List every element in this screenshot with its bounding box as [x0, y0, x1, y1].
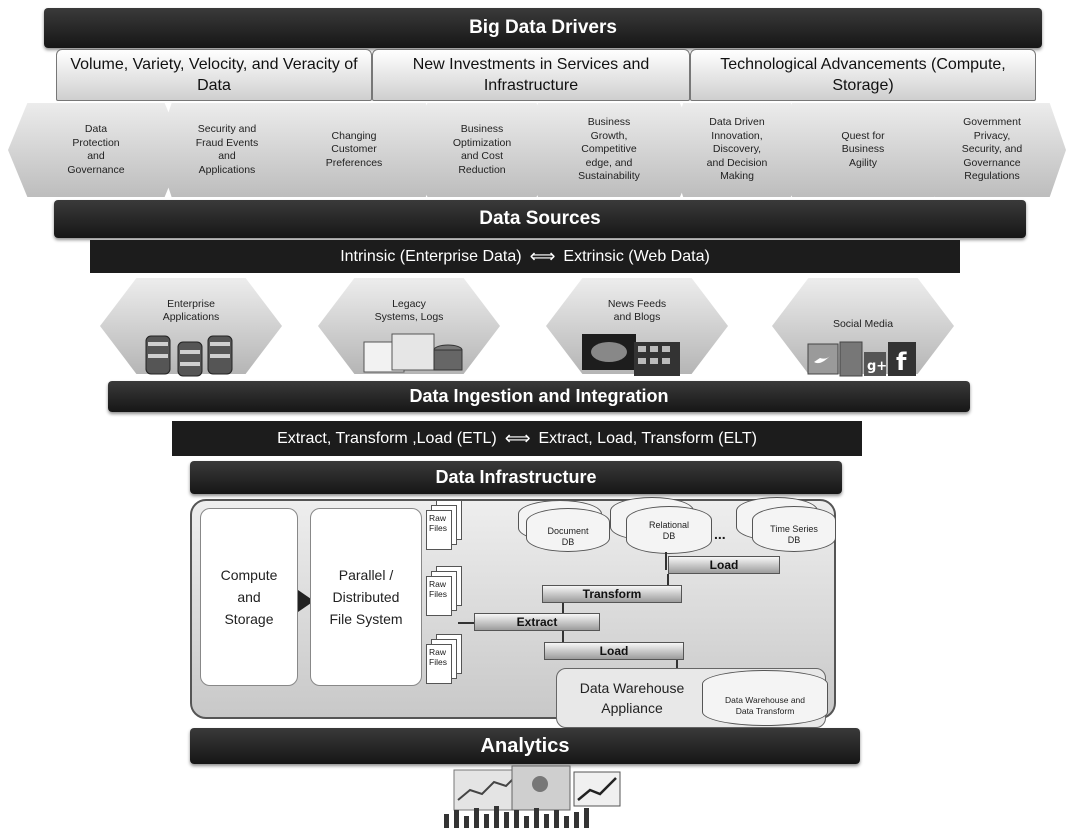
source-social-label: Social Media — [832, 318, 894, 330]
driver-category-technology: Technological Advancements (Compute, Sto… — [690, 49, 1036, 101]
social-media-icon: g+ f — [807, 341, 916, 377]
elt-label: Extract, Load, Transform (ELT) — [538, 429, 757, 447]
data-infrastructure-header: Data Infrastructure — [190, 461, 842, 494]
relational-db-label: Relational DB — [648, 520, 690, 541]
data-warehouse-db-label: Data Warehouse and Data Transform — [724, 695, 805, 716]
document-db-label: Document DB — [547, 526, 589, 547]
connector-line — [665, 552, 667, 570]
document-db — [526, 508, 610, 552]
distributed-file-system-box: Parallel / Distributed File System — [310, 508, 422, 686]
step-extract: Extract — [474, 613, 600, 631]
data-sources-header: Data Sources — [54, 200, 1026, 238]
legacy-systems-icon — [363, 333, 463, 373]
timeseries-db-label: Time Series DB — [770, 524, 818, 545]
double-arrow-icon: ⟺ — [529, 246, 556, 266]
timeseries-db — [752, 506, 836, 552]
raw-files-1: Raw Files — [426, 510, 452, 550]
step-load-top: Load — [668, 556, 780, 574]
driver-category-volume: Volume, Variety, Velocity, and Veracity … — [56, 49, 372, 101]
big-data-drivers-header: Big Data Drivers — [44, 8, 1042, 48]
svg-text:g+: g+ — [867, 359, 887, 374]
connector-line — [458, 622, 474, 624]
compute-storage-box: Compute and Storage — [200, 508, 298, 686]
analytics-header: Analytics — [190, 728, 860, 764]
double-arrow-icon: ⟺ — [504, 428, 531, 448]
data-ingestion-header: Data Ingestion and Integration — [108, 381, 970, 412]
source-enterprise-label: Enterprise Applications — [162, 298, 220, 323]
analytics-charts-icon — [444, 765, 621, 828]
data-ingestion-subheader: Extract, Transform ,Load (ETL) ⟺ Extract… — [172, 421, 862, 456]
driver-item-government-regulations: Government Privacy, Security, and Govern… — [918, 103, 1066, 197]
data-warehouse-db — [702, 670, 828, 726]
db-ellipsis: ... — [714, 526, 726, 542]
etl-label: Extract, Transform ,Load (ETL) — [277, 429, 497, 447]
database-servers-icon — [145, 335, 233, 377]
connector-line — [562, 603, 564, 615]
data-warehouse-appliance-label: Data Warehouse Appliance — [579, 680, 685, 716]
connector-line — [562, 631, 564, 643]
source-social-media — [772, 278, 954, 374]
news-feeds-icon — [582, 334, 680, 376]
driver-item-data-protection: Data Protection and Governance — [8, 103, 184, 197]
relational-db — [626, 506, 712, 554]
data-sources-subheader: Intrinsic (Enterprise Data) ⟺ Extrinsic … — [90, 240, 960, 273]
driver-category-investments: New Investments in Services and Infrastr… — [372, 49, 690, 101]
source-news-label: News Feeds and Blogs — [607, 298, 667, 323]
intrinsic-label: Intrinsic (Enterprise Data) — [340, 247, 522, 265]
source-legacy-label: Legacy Systems, Logs — [374, 298, 444, 323]
connector-line — [667, 574, 669, 586]
raw-files-2: Raw Files — [426, 576, 452, 616]
connector-line — [676, 660, 678, 674]
raw-files-3: Raw Files — [426, 644, 452, 684]
step-load-bottom: Load — [544, 642, 684, 660]
step-transform: Transform — [542, 585, 682, 603]
extrinsic-label: Extrinsic (Web Data) — [563, 247, 710, 265]
svg-text:f: f — [896, 348, 907, 376]
